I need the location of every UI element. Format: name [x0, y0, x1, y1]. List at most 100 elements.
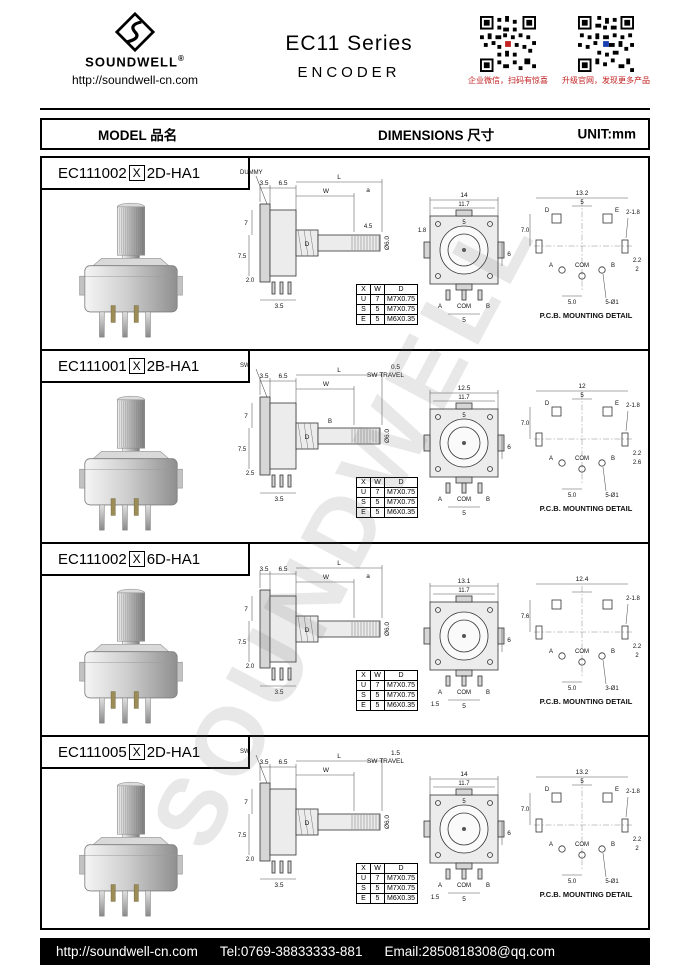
pin-label: B: [611, 649, 615, 655]
dim-label: 13.1: [458, 578, 471, 585]
footer-tel: Tel:0769-38833333-881: [219, 944, 363, 959]
pcb-view: 13.2 5 D E A COM B 7.0 2-1.8: [521, 769, 642, 899]
dim-label: D: [305, 627, 310, 634]
shaft-dia-label: Ø6.0: [384, 815, 391, 829]
front-view: 14 11.7 5 1.8 6 A COM: [418, 192, 511, 324]
dim-label: W: [323, 381, 330, 388]
dim-label: 3.5: [259, 180, 268, 187]
dimension-drawings: SW 3.5 6.5 L W 1.5 SW TRAVEL: [234, 737, 648, 928]
dim-label: B: [328, 419, 332, 425]
encoder-pins: [99, 498, 151, 531]
front-view: 13.1 11.7 6 A COM: [423, 578, 511, 710]
dim-label: SW TRAVEL: [367, 372, 404, 379]
pin-label: COM: [575, 842, 589, 848]
model-suffix: 2B-HA1: [146, 357, 200, 375]
pcb-caption: P.C.B. MOUNTING DETAIL: [540, 311, 633, 320]
dim-label: 12.4: [576, 576, 589, 583]
encoder-body: [84, 844, 178, 892]
dim-label: 1.5: [431, 702, 440, 708]
dim-label: 14: [460, 192, 468, 199]
dim-label: 1.5: [431, 895, 440, 901]
dim-label: 7.5: [238, 447, 247, 453]
technical-drawing: SW 3.5 6.5 L W 1.5 SW TRAVEL: [238, 749, 642, 903]
col-model-label: MODEL 品名: [98, 128, 178, 143]
dim-label: 11.7: [458, 781, 470, 787]
pin-label: COM: [457, 690, 471, 696]
technical-drawing: DUMMY 3.5 6.5 L W a: [238, 170, 642, 324]
dim-label: 5.0: [568, 493, 577, 499]
dim-label: 2.2: [633, 258, 642, 264]
technical-drawing: SW 3.5 6.5 L W 0.5 SW TRAVEL: [238, 363, 642, 517]
dim-label: 5: [580, 779, 584, 785]
dim-label: 11.7: [458, 588, 470, 594]
dim-label: L: [337, 174, 341, 181]
spec-col-x: X: [356, 284, 371, 295]
pcb-caption: P.C.B. MOUNTING DETAIL: [540, 697, 633, 706]
dimension-drawings: DUMMY 3.5 6.5 L W a: [234, 158, 648, 349]
spec-col-w: W: [370, 284, 385, 295]
dimension-drawings: 3.5 6.5 L W a: [234, 544, 648, 735]
dim-label: W: [323, 767, 330, 774]
dim-label: 2: [635, 846, 639, 852]
pin-label: B: [486, 883, 490, 889]
model-prefix: EC111002: [58, 164, 127, 182]
hole-label: E: [615, 787, 619, 793]
brand-url[interactable]: http://soundwell-cn.com: [71, 73, 199, 88]
encoder-3d-render: [79, 395, 183, 531]
dim-label: 6.5: [278, 180, 287, 187]
soundwell-logo-icon: [115, 12, 155, 52]
dim-label: 7.5: [238, 640, 247, 646]
dim-label: 12: [578, 383, 586, 390]
dim-label: 5.0: [568, 686, 577, 692]
dim-label: 1.8: [418, 228, 427, 234]
dim-label: 2-1.8: [626, 403, 640, 409]
encoder-body: [84, 265, 178, 313]
dim-label: 2-1.8: [626, 596, 640, 602]
side-view: SW 3.5 6.5 L W 1.5 SW TRAVEL: [238, 749, 405, 889]
footer-website[interactable]: http://soundwell-cn.com: [56, 944, 198, 959]
pin-label: COM: [575, 649, 589, 655]
dim-label: 12.5: [458, 385, 471, 392]
callout-label: DUMMY: [240, 170, 263, 176]
pcb-view: 13.2 5 D E A COM B 7.0 2-1.8: [521, 190, 642, 320]
model-prefix: EC111002: [58, 550, 127, 568]
dim-label: 6: [507, 444, 511, 451]
dim-label: a: [366, 573, 370, 580]
qr-wechat: 企业微信，扫码有惊喜: [468, 16, 548, 106]
dim-label: 7.0: [521, 421, 530, 427]
dim-label: 6.5: [278, 566, 287, 573]
dim-label: 2-1.8: [626, 789, 640, 795]
dim-label: 5: [580, 393, 584, 399]
encoder-3d-render: [79, 202, 183, 338]
encoder-body: [84, 651, 178, 699]
brand-name-text: SOUNDWELL: [85, 54, 178, 70]
dim-label: 5-Ø1: [605, 300, 619, 306]
technical-drawing: 3.5 6.5 L W a: [238, 560, 642, 710]
dim-label: 3.5: [274, 496, 283, 503]
dim-label: 5: [462, 317, 466, 324]
shaft-dia-label: Ø6.0: [384, 236, 391, 250]
product-photo: [68, 391, 194, 539]
title-block: EC11 Series ENCODER: [230, 8, 468, 106]
pin-label: A: [549, 842, 553, 848]
qr-caption-right: 升级官网，发现更多产品: [562, 76, 650, 85]
shaft-dia-label: Ø6.0: [384, 429, 391, 443]
dim-label: 2: [635, 267, 639, 273]
encoder-shaft: [117, 399, 145, 449]
pin-label: B: [486, 690, 490, 696]
product-photo: [68, 198, 194, 346]
dim-label: 2.5: [246, 471, 255, 477]
product-photo: [68, 584, 194, 732]
dim-label: 2.2: [633, 644, 642, 650]
encoder-pins: [99, 884, 151, 917]
dim-label: L: [337, 753, 341, 760]
